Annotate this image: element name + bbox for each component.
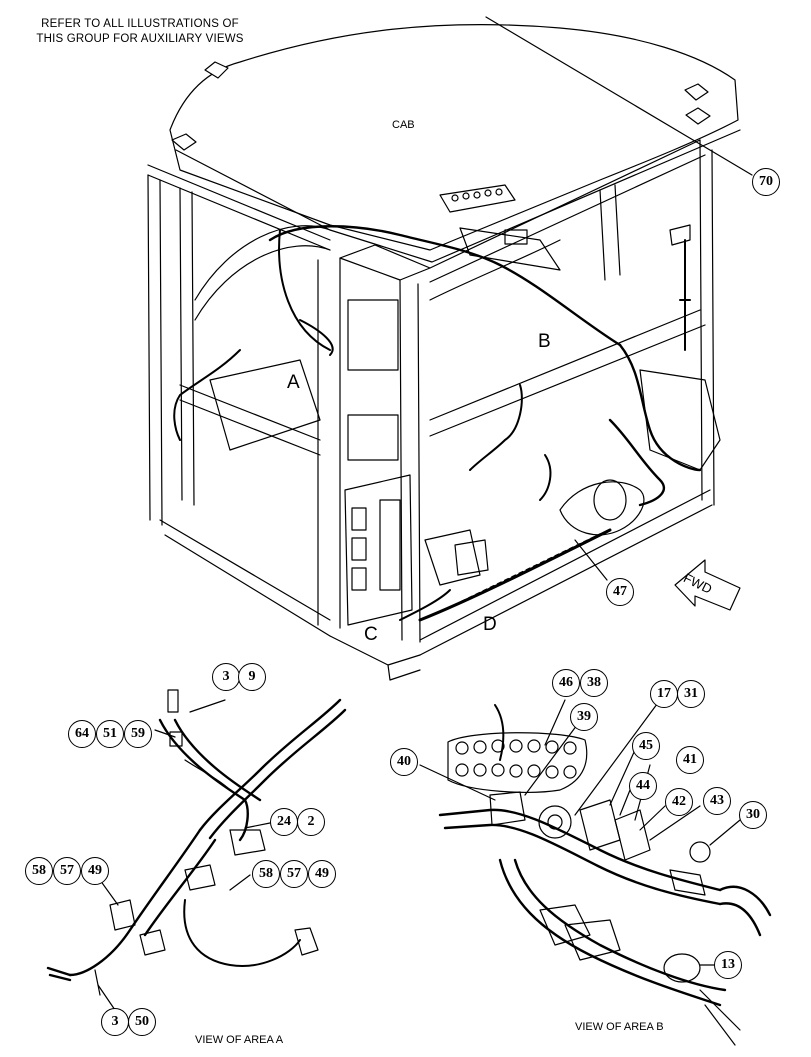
- callout-64: 64: [68, 720, 96, 748]
- callout-43: 43: [703, 787, 731, 815]
- area-c-marker: C: [364, 624, 378, 645]
- view-area-b-caption: VIEW OF AREA B: [575, 1021, 664, 1033]
- auxiliary-views-note: REFER TO ALL ILLUSTRATIONS OF THIS GROUP…: [14, 17, 266, 47]
- cab-label: CAB: [392, 119, 415, 131]
- main-harness-right: [618, 343, 702, 472]
- callout-57: 57: [280, 860, 308, 888]
- note-line-1: REFER TO ALL ILLUSTRATIONS OF: [41, 18, 239, 30]
- callout-2: 2: [297, 808, 325, 836]
- callout-17: 17: [650, 680, 678, 708]
- fwd-arrow: [674, 559, 741, 611]
- callout-41: 41: [676, 746, 704, 774]
- callout-58: 58: [252, 860, 280, 888]
- main-harness-bottom: [418, 528, 612, 622]
- callout-44: 44: [629, 772, 657, 800]
- callout-50: 50: [128, 1008, 156, 1036]
- callout-9: 9: [238, 663, 266, 691]
- callout-3: 3: [212, 663, 240, 691]
- callout-3: 3: [101, 1008, 129, 1036]
- callout-47: 47: [606, 578, 634, 606]
- callout-57: 57: [53, 857, 81, 885]
- callout-31: 31: [677, 680, 705, 708]
- callout-38: 38: [580, 669, 608, 697]
- callout-40: 40: [390, 748, 418, 776]
- area-d-marker: D: [483, 614, 497, 635]
- callout-30: 30: [739, 801, 767, 829]
- callout-46: 46: [552, 669, 580, 697]
- callout-13: 13: [714, 951, 742, 979]
- view-area-b: [419, 699, 772, 1046]
- area-a-marker: A: [287, 372, 300, 393]
- cab-roof: [169, 23, 739, 251]
- callout-58: 58: [25, 857, 53, 885]
- callout-39: 39: [570, 703, 598, 731]
- main-harness-top: [268, 225, 622, 347]
- callout-49: 49: [81, 857, 109, 885]
- callout-49: 49: [308, 860, 336, 888]
- callout-70: 70: [752, 168, 780, 196]
- fuse-block-b: [447, 732, 588, 793]
- cab-main-view: [147, 16, 753, 681]
- callout-47-leader: [574, 539, 608, 581]
- callout-45: 45: [632, 732, 660, 760]
- view-area-a: [46, 689, 347, 1011]
- callout-59: 59: [124, 720, 152, 748]
- callout-24: 24: [270, 808, 298, 836]
- callout-70-leader: [485, 16, 753, 176]
- note-line-2: THIS GROUP FOR AUXILIARY VIEWS: [36, 33, 244, 45]
- area-b-marker: B: [538, 331, 551, 352]
- view-area-a-caption: VIEW OF AREA A: [195, 1034, 284, 1046]
- callout-42: 42: [665, 788, 693, 816]
- callout-51: 51: [96, 720, 124, 748]
